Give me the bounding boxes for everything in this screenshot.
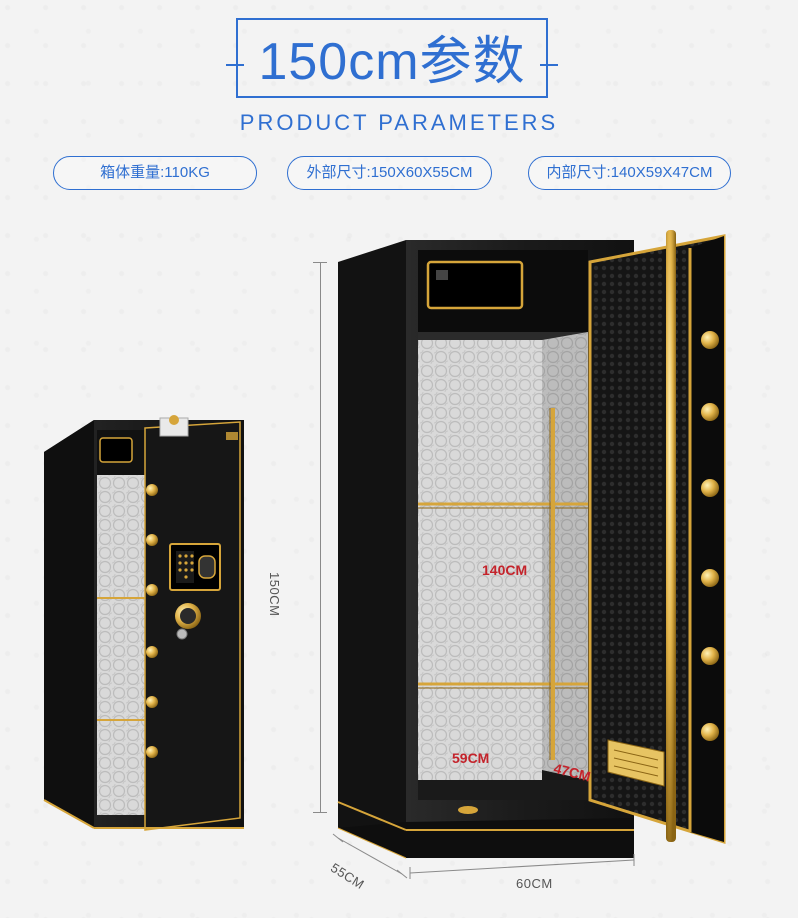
- outer-height-label: 150CM: [267, 572, 282, 617]
- inner-width-label: 59CM: [452, 750, 490, 766]
- spec-outer-size-badge: 外部尺寸:150X60X55CM: [287, 156, 492, 190]
- height-dimension-cap-bottom: [313, 812, 327, 813]
- page-subtitle: PRODUCT PARAMETERS: [239, 110, 559, 135]
- title-frame: 150cm参数: [226, 18, 558, 98]
- height-dimension-cap-top: [313, 262, 327, 263]
- small-safe: [43, 415, 244, 831]
- large-safe: [337, 230, 726, 859]
- page-title: 150cm参数: [258, 33, 526, 91]
- spec-weight-badge: 箱体重量:110KG: [53, 156, 257, 190]
- inner-height-label: 140CM: [482, 562, 528, 578]
- spec-inner-size-badge: 内部尺寸:140X59X47CM: [528, 156, 731, 190]
- height-dimension-line: [320, 262, 321, 812]
- outer-width-label: 60CM: [516, 876, 553, 891]
